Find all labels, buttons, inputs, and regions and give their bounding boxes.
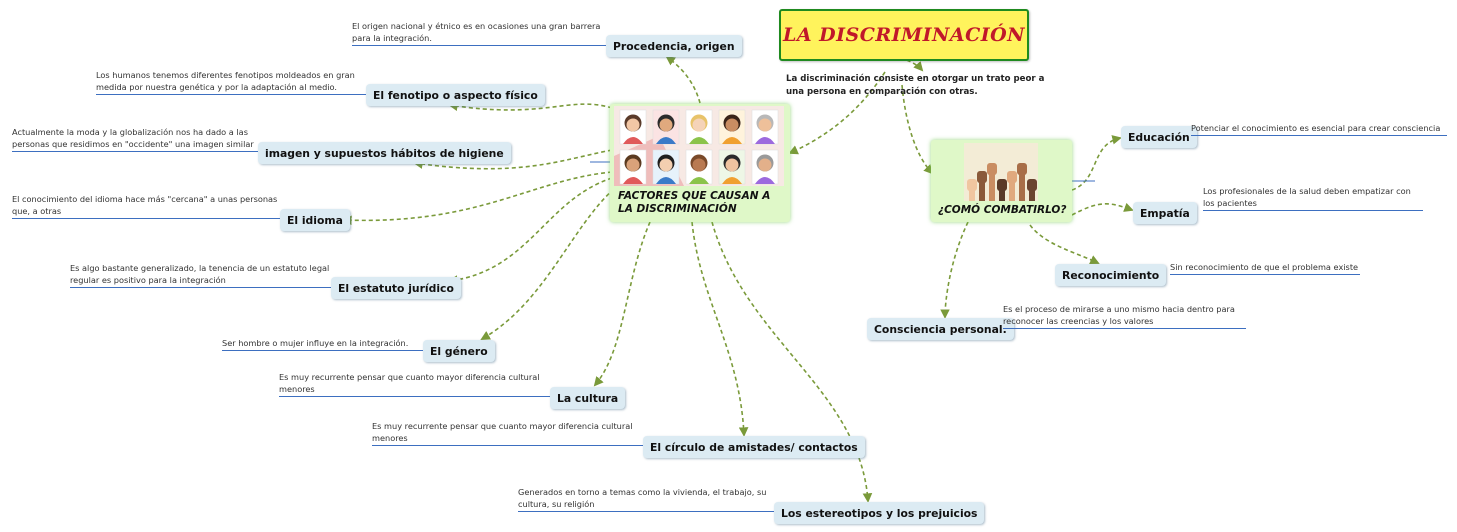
link-factors-estatuto <box>448 177 613 285</box>
factor-note-fenotipo: Los humanos tenemos diferentes fenotipos… <box>96 69 366 95</box>
link-factors-cultura <box>593 221 651 387</box>
raised-fists-icon <box>964 143 1038 201</box>
link-combat-empatia <box>1071 202 1134 216</box>
factor-node-genero[interactable]: El género <box>423 340 495 362</box>
main-title: LA DISCRIMINACIÓN <box>782 24 1026 46</box>
combat-node-empatia[interactable]: Empatía <box>1133 202 1197 224</box>
link-combat-consciencia <box>940 221 969 319</box>
link-factors-procedencia <box>665 55 701 104</box>
link-factors-fenotipo <box>448 101 613 111</box>
factor-note-circulo: Es muy recurrente pensar que cuanto mayo… <box>372 420 643 446</box>
factors-topic[interactable]: FACTORES QUE CAUSAN A LA DISCRIMINACIÓN <box>610 104 790 222</box>
factor-node-estereotipos[interactable]: Los estereotipos y los prejuicios <box>774 502 985 524</box>
link-factors-genero <box>480 179 626 340</box>
factor-note-higiene: Actualmente la moda y la globalización n… <box>12 126 258 152</box>
combat-label: ¿COMÓ COMBATIRLO? <box>938 204 1067 216</box>
combat-node-educacion[interactable]: Educación <box>1121 126 1197 148</box>
link-factors-estereotipos <box>711 221 873 503</box>
factor-node-circulo[interactable]: El círculo de amistades/ contactos <box>643 436 865 458</box>
factor-note-genero: Ser hombre o mujer influye en la integra… <box>222 337 423 351</box>
link-factors-higiene <box>413 149 613 170</box>
combat-node-consciencia[interactable]: Consciencia personal. <box>867 318 1014 340</box>
link-combat-reconocimiento <box>1029 224 1100 265</box>
factor-node-estatuto[interactable]: El estatuto jurídico <box>331 277 461 299</box>
factor-node-procedencia[interactable]: Procedencia, origen <box>606 35 742 57</box>
definition-text: La discriminación consiste en otorgar un… <box>786 74 1045 97</box>
factor-node-cultura[interactable]: La cultura <box>550 387 626 409</box>
link-title-combat <box>901 84 934 175</box>
factor-node-idioma[interactable]: El idioma <box>280 209 350 231</box>
people-portraits-icon <box>614 106 784 186</box>
factors-label: FACTORES QUE CAUSAN A LA DISCRIMINACIÓN <box>618 190 771 215</box>
combat-note-educacion: Potenciar el conocimiento es esencial pa… <box>1191 122 1447 136</box>
combat-note-empatia: Los profesionales de la salud deben empa… <box>1203 185 1423 211</box>
link-factors-idioma <box>342 171 613 226</box>
combat-topic[interactable]: ¿COMÓ COMBATIRLO? <box>931 140 1072 222</box>
link-combat-educacion <box>1071 135 1122 191</box>
link-title-factors <box>788 71 886 155</box>
factor-note-idioma: El conocimiento del idioma hace más "cer… <box>12 193 280 219</box>
factor-node-higiene[interactable]: imagen y supuestos hábitos de higiene <box>258 142 511 164</box>
combat-note-reconocimiento: Sin reconocimiento de que el problema ex… <box>1170 261 1360 275</box>
combat-note-consciencia: Es el proceso de mirarse a uno mismo hac… <box>1003 303 1246 329</box>
factor-node-fenotipo[interactable]: El fenotipo o aspecto físico <box>366 84 545 106</box>
link-factors-circulo <box>691 221 749 437</box>
factor-note-estereotipos: Generados en torno a temas como la vivie… <box>518 486 774 512</box>
title-box[interactable]: LA DISCRIMINACIÓN <box>779 9 1029 61</box>
combat-node-reconocimiento[interactable]: Reconocimiento <box>1055 264 1167 286</box>
factor-note-procedencia: El origen nacional y étnico es en ocasio… <box>352 20 606 46</box>
factor-note-cultura: Es muy recurrente pensar que cuanto mayo… <box>279 371 550 397</box>
factor-note-estatuto: Es algo bastante generalizado, la tenenc… <box>70 262 331 288</box>
